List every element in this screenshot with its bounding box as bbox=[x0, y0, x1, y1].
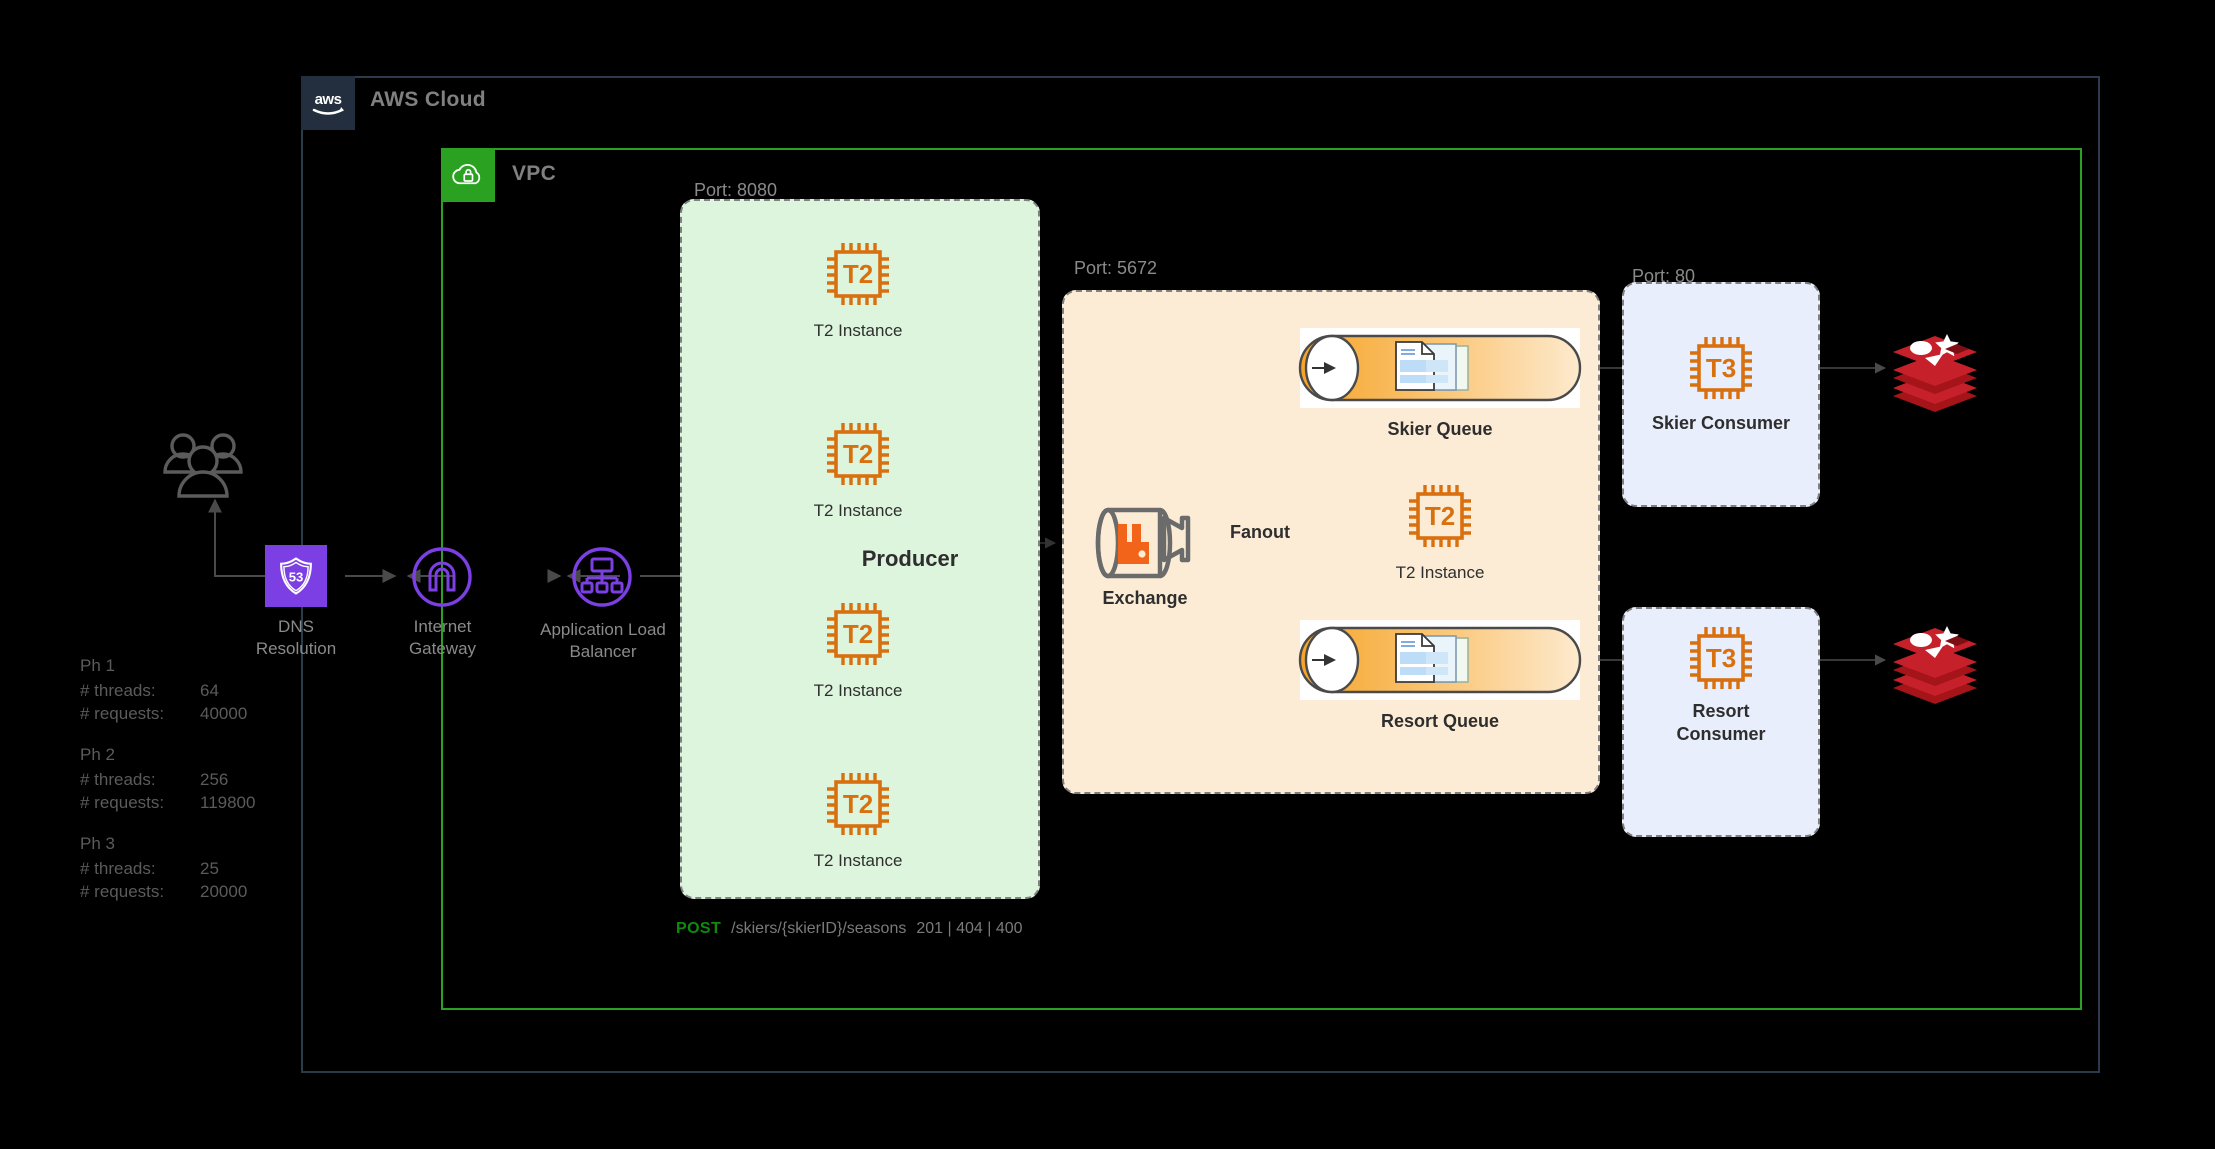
resort-consumer-group-box bbox=[1622, 607, 1820, 837]
users-icon bbox=[155, 430, 251, 515]
redis-stack-icon bbox=[1893, 334, 1977, 412]
resort-consumer-label: Resort Consumer bbox=[1651, 700, 1791, 745]
load-test-metrics: Ph 1 # threads: 64 # requests: 40000 Ph … bbox=[80, 655, 255, 921]
dns-resolution-node[interactable]: 53 bbox=[265, 545, 327, 607]
queue-cylinder-icon bbox=[1298, 626, 1582, 694]
producer-instance-4[interactable]: T2 bbox=[820, 766, 896, 842]
vpc-label: VPC bbox=[512, 162, 557, 185]
consumer-port-label: Port: 80 bbox=[1632, 266, 1696, 286]
vpc-boundary bbox=[441, 148, 2082, 1010]
producer-instance-2[interactable]: T2 bbox=[820, 416, 896, 492]
phase-2-threads-key: # threads: bbox=[80, 769, 156, 789]
resort-queue-node[interactable] bbox=[1298, 620, 1582, 700]
internet-gateway-node[interactable] bbox=[410, 545, 474, 614]
resort-consumer-label-line2: Consumer bbox=[1676, 723, 1766, 744]
queue-cylinder-icon bbox=[1298, 334, 1582, 402]
fanout-routing-label: Fanout bbox=[1230, 522, 1290, 542]
metric-phase-2: Ph 2 # threads: 256 # requests: 119800 bbox=[80, 744, 255, 815]
phase-2-requests-value: 119800 bbox=[200, 792, 256, 812]
dns-resolution-label: DNS Resolution bbox=[236, 616, 356, 660]
phase-2-title: Ph 2 bbox=[80, 744, 115, 764]
phase-1-threads-value: 64 bbox=[200, 680, 219, 700]
skier-queue-node[interactable] bbox=[1298, 328, 1582, 408]
phase-2-threads-value: 256 bbox=[200, 769, 229, 789]
internet-gateway-label: Internet Gateway bbox=[375, 616, 510, 660]
dns-label-line1: DNS bbox=[278, 617, 314, 636]
phase-3-threads-row: # threads: 25 bbox=[80, 858, 255, 881]
vpc-cloud-lock-icon bbox=[441, 148, 495, 202]
phase-3-threads-key: # threads: bbox=[80, 858, 156, 878]
phase-1-title: Ph 1 bbox=[80, 656, 115, 675]
skier-queue-label: Skier Queue bbox=[1387, 419, 1493, 439]
aws-logo-icon: aws bbox=[301, 76, 355, 130]
post-endpoint-path: /skiers/{skierID}/seasons bbox=[731, 920, 907, 937]
resort-queue-label: Resort Queue bbox=[1380, 711, 1500, 731]
application-load-balancer-icon bbox=[572, 547, 632, 607]
metric-phase-1: Ph 1 # threads: 64 # requests: 40000 bbox=[80, 655, 255, 726]
internet-gateway-icon bbox=[412, 547, 472, 607]
ec2-chip-icon bbox=[827, 603, 889, 665]
svg-text:aws: aws bbox=[315, 91, 342, 108]
ec2-chip-icon bbox=[1409, 485, 1471, 547]
producer-instance-1-label: T2 Instance bbox=[813, 321, 903, 340]
aws-cloud-label: AWS Cloud bbox=[370, 88, 486, 111]
phase-1-threads-key: # threads: bbox=[80, 680, 156, 700]
phase-1-requests-value: 40000 bbox=[200, 703, 248, 723]
broker-port-label: Port: 5672 bbox=[1074, 258, 1158, 278]
producer-instance-4-label: T2 Instance bbox=[813, 851, 903, 870]
phase-1-requests-row: # requests: 40000 bbox=[80, 703, 255, 726]
dns-label-line2: Resolution bbox=[255, 639, 337, 659]
ec2-chip-icon bbox=[827, 773, 889, 835]
alb-label-line1: Application Load bbox=[540, 620, 666, 639]
igw-label-line1: Internet bbox=[413, 617, 472, 636]
producer-title: Producer bbox=[861, 546, 959, 571]
svg-text:53: 53 bbox=[289, 569, 304, 584]
skier-consumer-label: Skier Consumer bbox=[1651, 413, 1791, 433]
phase-2-threads-row: # threads: 256 bbox=[80, 769, 255, 792]
phase-2-requests-row: # requests: 119800 bbox=[80, 792, 255, 815]
resort-consumer-label-line1: Resort bbox=[1692, 701, 1750, 721]
phase-3-title: Ph 3 bbox=[80, 833, 115, 853]
producer-port-label: Port: 8080 bbox=[694, 180, 778, 200]
skier-consumer-instance[interactable]: T3 bbox=[1683, 330, 1759, 406]
phase-1-requests-key: # requests: bbox=[80, 703, 165, 723]
phase-3-requests-value: 20000 bbox=[200, 881, 248, 901]
post-status-codes: 201 | 404 | 400 bbox=[916, 920, 1023, 937]
ec2-chip-icon bbox=[827, 243, 889, 305]
post-method-badge: POST bbox=[676, 920, 722, 937]
rabbitmq-exchange-node[interactable] bbox=[1088, 500, 1192, 591]
igw-label-line2: Gateway bbox=[408, 639, 477, 659]
resort-consumer-instance[interactable]: T3 bbox=[1683, 620, 1759, 696]
ec2-chip-icon bbox=[827, 423, 889, 485]
ec2-chip-icon bbox=[1690, 337, 1752, 399]
phase-3-requests-key: # requests: bbox=[80, 881, 165, 901]
skier-redis-datastore[interactable] bbox=[1885, 318, 1985, 423]
metric-phase-3: Ph 3 # threads: 25 # requests: 20000 bbox=[80, 833, 255, 904]
post-endpoint-line: POST /skiers/{skierID}/seasons 201 | 404… bbox=[676, 920, 1023, 938]
application-load-balancer-node[interactable] bbox=[570, 545, 634, 614]
application-load-balancer-label: Application Load Balancer bbox=[528, 619, 678, 663]
broker-instance-label: T2 Instance bbox=[1395, 563, 1485, 582]
producer-instance-3[interactable]: T2 bbox=[820, 596, 896, 672]
route53-shield-icon: 53 bbox=[280, 557, 312, 595]
phase-3-requests-row: # requests: 20000 bbox=[80, 881, 255, 904]
producer-instance-3-label: T2 Instance bbox=[813, 681, 903, 700]
exchange-label: Exchange bbox=[1102, 588, 1188, 608]
producer-instance-1[interactable]: T2 bbox=[820, 236, 896, 312]
phase-1-threads-row: # threads: 64 bbox=[80, 680, 255, 703]
redis-stack-icon bbox=[1893, 626, 1977, 704]
rabbitmq-exchange-icon bbox=[1095, 507, 1191, 579]
phase-2-requests-key: # requests: bbox=[80, 792, 165, 812]
alb-label-line2: Balancer bbox=[569, 642, 637, 662]
producer-instance-2-label: T2 Instance bbox=[813, 501, 903, 520]
resort-redis-datastore[interactable] bbox=[1885, 610, 1985, 715]
phase-3-threads-value: 25 bbox=[200, 858, 219, 878]
broker-instance[interactable]: T2 bbox=[1402, 478, 1478, 554]
ec2-chip-icon bbox=[1690, 627, 1752, 689]
